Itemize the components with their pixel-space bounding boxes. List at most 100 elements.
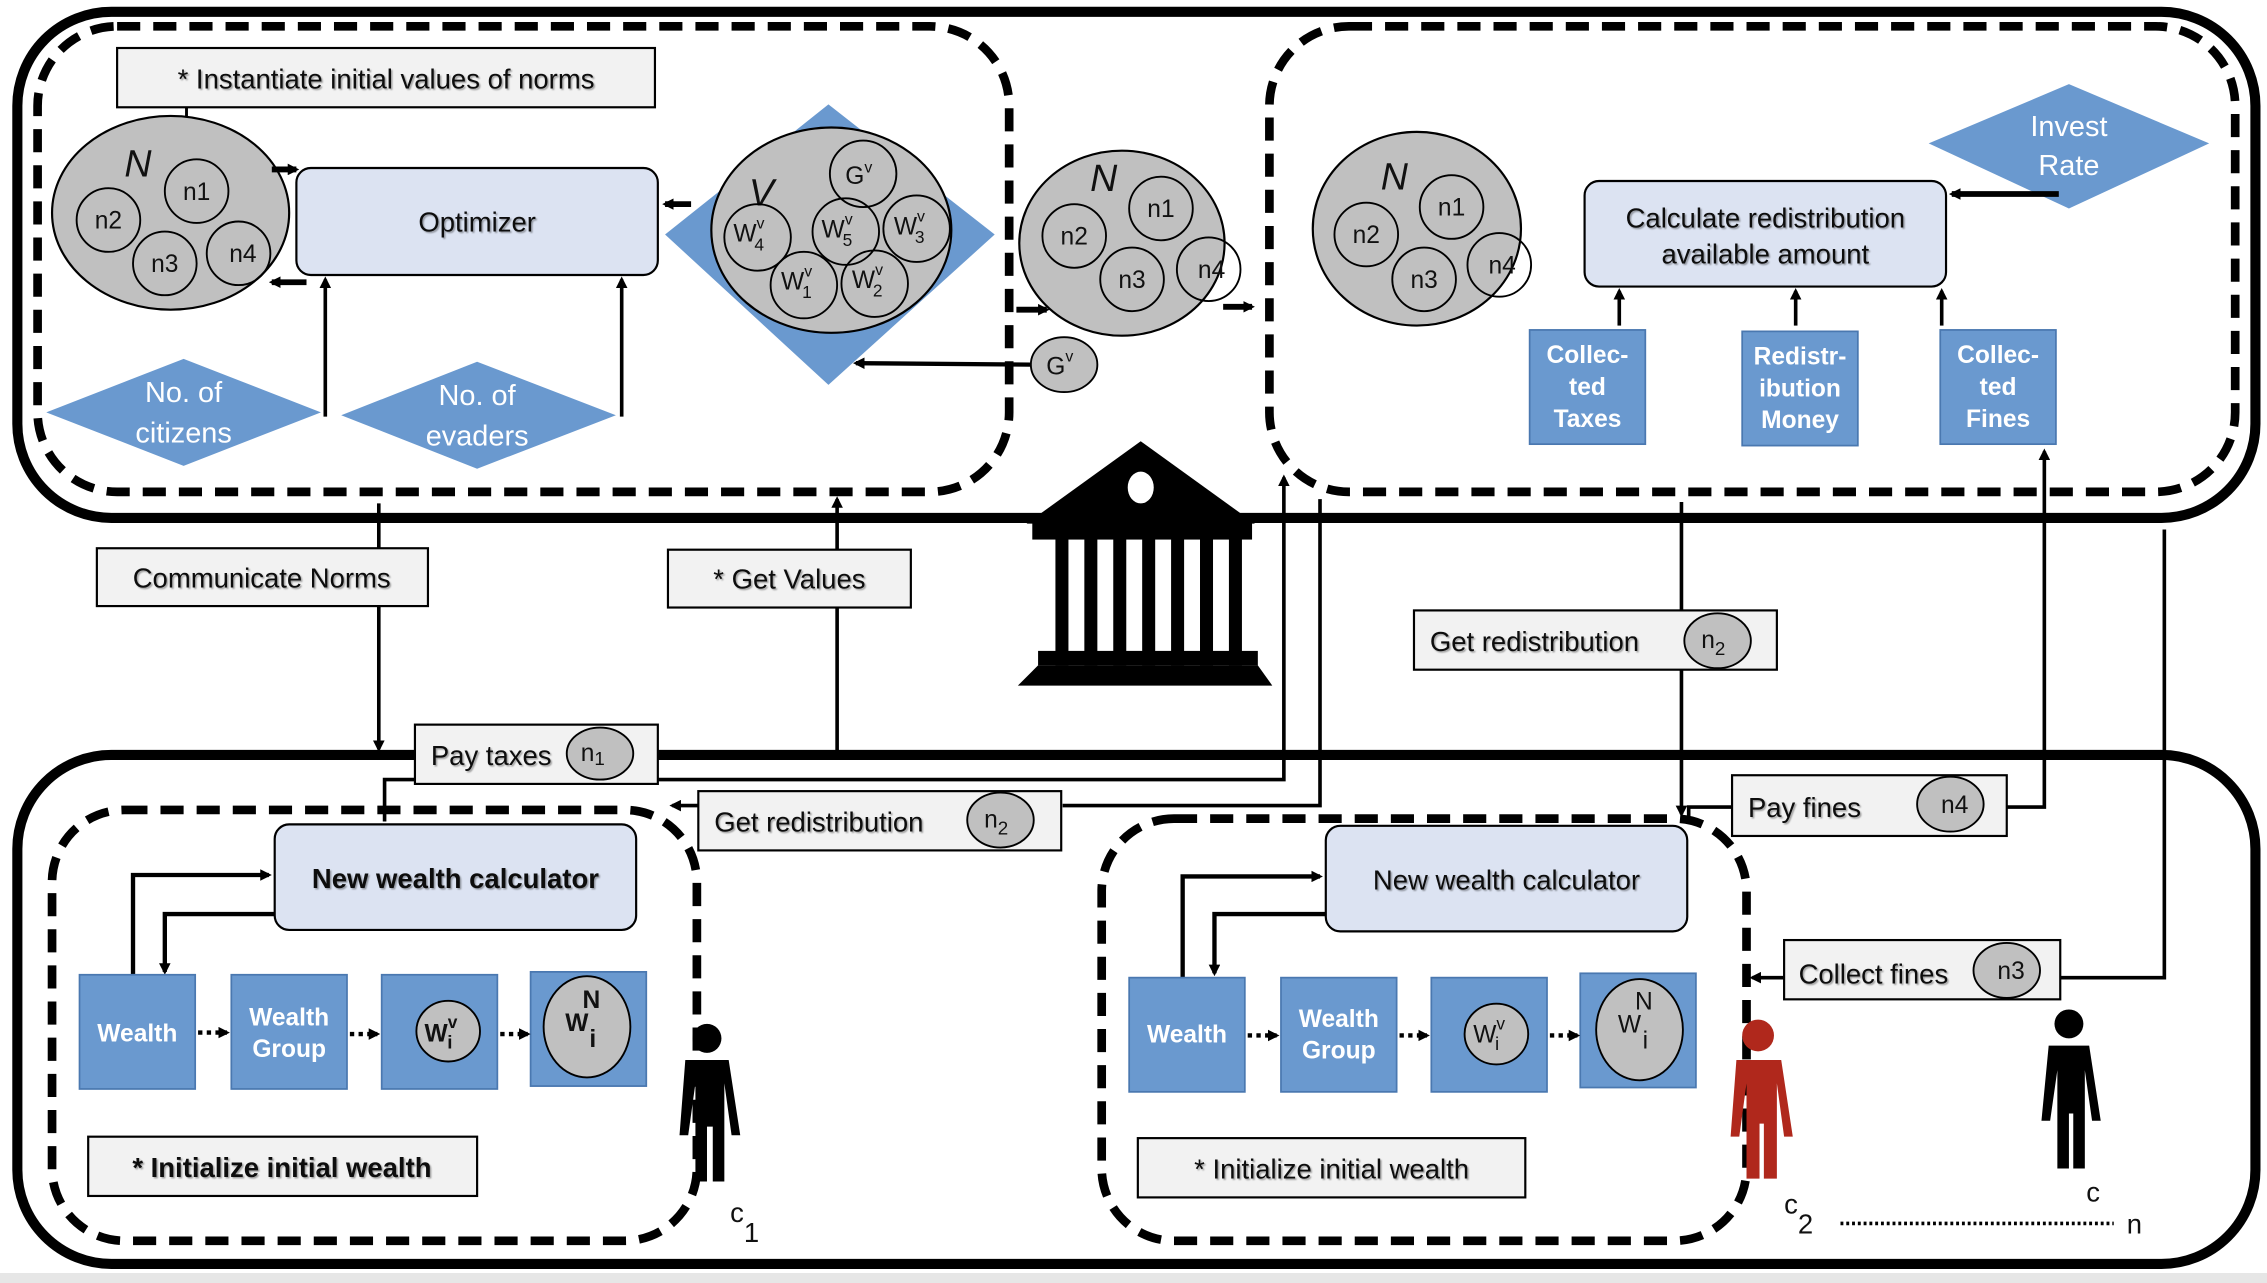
citizen-2-init-label: * Initialize initial wealth xyxy=(1136,1137,1527,1199)
svg-text:New wealth calculator: New wealth calculator xyxy=(1373,864,1640,895)
citizen-1-calculator: New wealth calculator xyxy=(273,823,638,932)
svg-text:Optimizer: Optimizer xyxy=(418,207,536,238)
svg-text:W: W xyxy=(565,1010,589,1037)
norm-set-right: N n1 n2 n3 n4 xyxy=(1311,130,1533,327)
svg-text:Collect fines: Collect fines xyxy=(1799,958,1949,989)
svg-text:available amount: available amount xyxy=(1661,238,1869,269)
norm-n3: n3 xyxy=(151,251,178,278)
svg-text:Redistr-: Redistr- xyxy=(1754,344,1847,371)
svg-text:Invest: Invest xyxy=(2030,111,2107,143)
value-gv: Gv xyxy=(845,159,872,190)
citizen-2-wealth-group: Wealth Group xyxy=(1280,976,1398,1093)
norm-n1: n1 xyxy=(183,179,210,206)
pay-fines-label: Pay fines n4 xyxy=(1730,774,2008,838)
collected-taxes-box: Collec- ted Taxes xyxy=(1528,329,1647,446)
svg-text:Wealth: Wealth xyxy=(249,1004,329,1031)
svg-text:n1: n1 xyxy=(1147,196,1174,223)
svg-text:Pay taxes: Pay taxes xyxy=(431,740,552,771)
svg-text:citizens: citizens xyxy=(135,418,231,450)
collected-fines-box: Collec- ted Fines xyxy=(1939,329,2057,446)
invest-rate-diamond: Invest Rate xyxy=(1928,84,2210,209)
svg-text:ted: ted xyxy=(1980,374,2017,401)
optimizer-box: Optimizer xyxy=(295,166,659,277)
svg-text:i: i xyxy=(1643,1027,1648,1054)
svg-text:Calculate redistribution: Calculate redistribution xyxy=(1626,202,1905,233)
svg-text:N: N xyxy=(124,143,152,185)
svg-text:n1: n1 xyxy=(1438,195,1465,222)
citizen-1-wealth: Wealth xyxy=(78,973,197,1090)
svg-text:N: N xyxy=(1635,988,1653,1015)
svg-text:Wealth: Wealth xyxy=(1299,1006,1379,1033)
citizen-n-id: cn xyxy=(2086,1177,2142,1240)
gv-node: Gv xyxy=(1029,336,1099,394)
svg-text:ted: ted xyxy=(1569,374,1606,401)
svg-text:Wvi: Wvi xyxy=(1473,1014,1505,1054)
bottom-strip xyxy=(0,1273,2267,1283)
svg-text:Collec-: Collec- xyxy=(1957,342,2039,369)
citizens-count-diamond: No. of citizens xyxy=(46,358,321,466)
svg-text:Group: Group xyxy=(1302,1038,1376,1065)
svg-text:Wealth: Wealth xyxy=(97,1020,177,1047)
get-values-label: * Get Values xyxy=(666,548,912,609)
svg-text:* Initialize initial wealth: * Initialize initial wealth xyxy=(1194,1154,1469,1185)
svg-text:n4: n4 xyxy=(1198,257,1225,284)
svg-text:Gv: Gv xyxy=(1046,349,1073,381)
svg-text:W: W xyxy=(1618,1012,1642,1039)
svg-text:N: N xyxy=(1090,157,1118,199)
citizen-1-norm-weight: N W i xyxy=(529,970,648,1087)
svg-text:N: N xyxy=(582,987,600,1014)
svg-text:ibution: ibution xyxy=(1759,375,1841,402)
citizen-1-id: c1 xyxy=(730,1197,759,1248)
get-redistribution-c2-label: Get redistribution n2 xyxy=(1412,609,1778,671)
citizen-2-calculator: New wealth calculator xyxy=(1324,824,1689,933)
svg-text:Collec-: Collec- xyxy=(1547,342,1629,369)
redistribution-panel xyxy=(1265,21,2240,497)
svg-text:n2: n2 xyxy=(1353,222,1380,249)
citizen-2-panel xyxy=(1097,814,1751,1246)
svg-text:Get redistribution: Get redistribution xyxy=(1430,626,1639,657)
citizen-2-id: c2 xyxy=(1784,1188,1813,1239)
norm-set-middle: N n1 n2 n3 n4 xyxy=(1018,149,1242,337)
norm-setting-panel xyxy=(33,21,1014,497)
svg-text:Wvi: Wvi xyxy=(425,1012,458,1052)
svg-text:n2: n2 xyxy=(984,806,1008,838)
svg-text:Communicate Norms: Communicate Norms xyxy=(133,562,391,593)
svg-text:Taxes: Taxes xyxy=(1554,406,1622,433)
citizens-container xyxy=(12,749,2261,1269)
svg-text:N: N xyxy=(1381,156,1409,198)
norm-set-left: N n1 n2 n3 n4 xyxy=(50,114,291,311)
evaders-count-diamond: No. of evaders xyxy=(341,361,616,469)
redistribution-money-box: Redistr- ibution Money xyxy=(1741,330,1859,447)
svg-text:Fines: Fines xyxy=(1966,406,2030,433)
pay-taxes-label: Pay taxes n1 xyxy=(413,723,659,785)
svg-text:* Get Values: * Get Values xyxy=(713,564,865,595)
svg-text:n3: n3 xyxy=(1410,267,1437,294)
svg-text:n4: n4 xyxy=(1941,792,1968,819)
citizen-n-person-icon xyxy=(2041,1009,2101,1169)
norm-n4: n4 xyxy=(229,241,256,268)
svg-text:n1: n1 xyxy=(581,740,605,769)
get-redistribution-c1-label: Get redistribution n2 xyxy=(697,790,1063,852)
svg-text:Get redistribution: Get redistribution xyxy=(714,807,923,838)
svg-text:n2: n2 xyxy=(1701,627,1725,659)
svg-text:i: i xyxy=(589,1026,596,1053)
citizen-2-evader-person-icon xyxy=(1730,1019,1793,1179)
svg-text:n4: n4 xyxy=(1489,253,1516,280)
svg-text:n3: n3 xyxy=(1118,267,1145,294)
citizen-1-init-label: * Initialize initial wealth xyxy=(87,1135,479,1198)
svg-text:Pay fines: Pay fines xyxy=(1748,792,1861,823)
calculate-redistribution-box: Calculate redistribution available amoun… xyxy=(1583,179,1948,288)
svg-text:No. of: No. of xyxy=(439,380,517,412)
svg-text:evaders: evaders xyxy=(426,421,529,453)
norm-n2: n2 xyxy=(95,208,122,235)
svg-text:* Initialize initial wealth: * Initialize initial wealth xyxy=(132,1152,431,1183)
svg-text:* Instantiate initial values o: * Instantiate initial values of norms xyxy=(178,63,595,94)
